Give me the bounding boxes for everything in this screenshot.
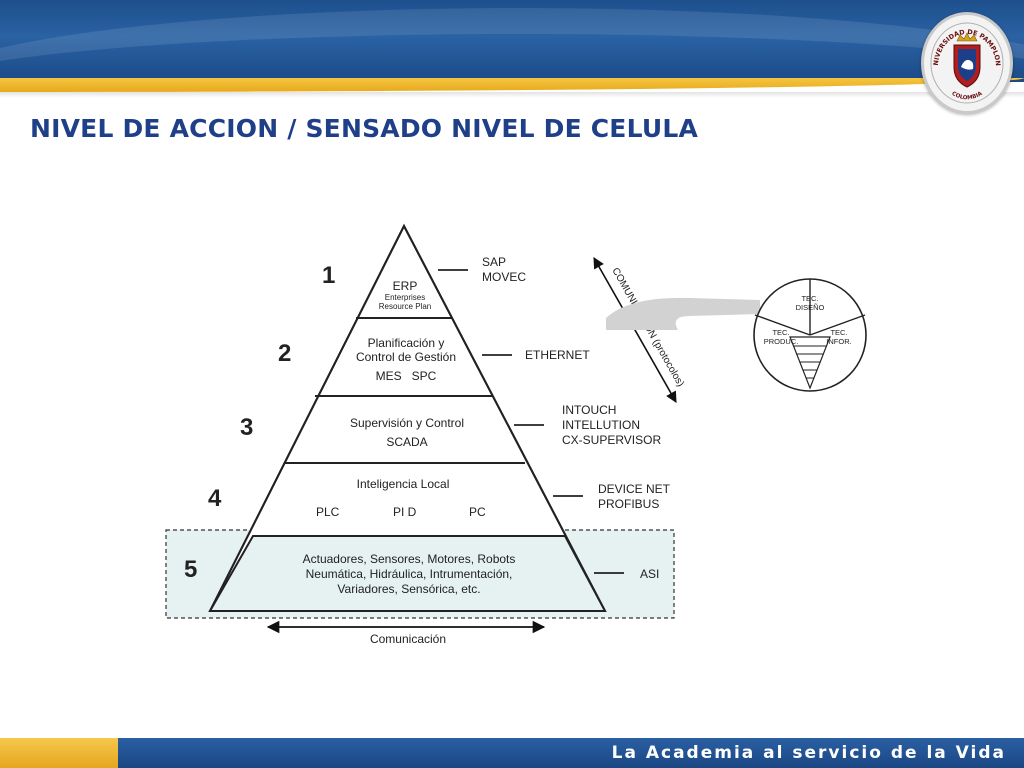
level-5-text: ERP Enterprises Resource Plan <box>379 279 431 311</box>
level-5-line-3: Resource Plan <box>379 302 431 311</box>
level-2-pid: PI D <box>393 505 417 519</box>
circle-left-line-2: PRODUC. <box>764 337 799 346</box>
level-4-line-2: Control de Gestión <box>356 350 456 364</box>
level-5-line-1: ERP <box>393 279 418 293</box>
logo-text-bottom: COLOMBIA <box>951 90 985 101</box>
protocol-4-line-1: ETHERNET <box>525 348 590 362</box>
level-2-number: 4 <box>208 485 222 512</box>
level-4-text: Planificación y Control de Gestión MES S… <box>356 336 456 383</box>
footer-blue-bar <box>118 738 1024 768</box>
circle-left-line-1: TEC. <box>772 328 789 337</box>
circle-right-line-2: INFOR. <box>826 337 851 346</box>
level-2-text: Inteligencia Local PLC PI D PC <box>316 477 486 519</box>
connection-swoosh <box>606 297 760 330</box>
university-seal-icon: UNIVERSIDAD DE PAMPLONA COLOMBIA <box>921 9 1004 104</box>
level-5-number: 1 <box>322 262 335 289</box>
protocol-2-line-1: DEVICE NET <box>598 482 671 496</box>
level-4-line-3: MES SPC <box>376 369 437 383</box>
protocol-3-line-2: INTELLUTION <box>562 418 640 432</box>
level-3-line-2: SCADA <box>386 435 427 449</box>
technology-circle: TEC. DISEÑO TEC. PRODUC. TEC. INFOR. <box>753 278 867 392</box>
circle-top-line-1: TEC. <box>801 294 818 303</box>
level-1-text: Actuadores, Sensores, Motores, Robots Ne… <box>303 552 516 596</box>
level-1-line-3: Variadores, Sensórica, etc. <box>337 582 480 596</box>
level-3-line-1: Supervisión y Control <box>350 416 464 430</box>
level-numbers: 1 2 3 4 5 <box>184 262 335 583</box>
level-4-line-1: Planificación y <box>368 336 445 350</box>
circle-top-line-2: DISEÑO <box>796 303 825 312</box>
protocol-3-line-3: CX-SUPERVISOR <box>562 433 661 447</box>
top-gold-shadow <box>0 92 1024 98</box>
communication-label: Comunicación <box>370 632 446 646</box>
level-2-pc: PC <box>469 505 486 519</box>
level-3-text: Supervisión y Control SCADA <box>350 416 464 449</box>
protocol-5-line-2: MOVEC <box>482 270 526 284</box>
protocol-3-line-1: INTOUCH <box>562 403 616 417</box>
circle-right-line-1: TEC. <box>830 328 847 337</box>
page-title: NIVEL DE ACCION / SENSADO NIVEL DE CELUL… <box>30 114 699 143</box>
pyramid-dividers <box>253 317 565 537</box>
footer-gold-block <box>0 738 118 768</box>
level-1-line-2: Neumática, Hidráulica, Intrumentación, <box>306 567 513 581</box>
level-2-plc: PLC <box>316 505 340 519</box>
level-4-number: 2 <box>278 340 291 367</box>
top-banner <box>0 0 1024 82</box>
protocol-2-line-2: PROFIBUS <box>598 497 659 511</box>
protocol-1-line-1: ASI <box>640 567 659 581</box>
level-1-number: 5 <box>184 556 197 583</box>
level-1-line-1: Actuadores, Sensores, Motores, Robots <box>303 552 516 566</box>
protocol-connectors <box>438 269 624 574</box>
level-3-number: 3 <box>240 414 253 441</box>
protocol-5-line-1: SAP <box>482 255 506 269</box>
protocol-labels: SAP MOVEC ETHERNET INTOUCH INTELLUTION C… <box>482 255 671 581</box>
university-logo: UNIVERSIDAD DE PAMPLONA COLOMBIA <box>921 9 1013 114</box>
level-2-line-1: Inteligencia Local <box>357 477 450 491</box>
level-5-line-2: Enterprises <box>385 293 425 302</box>
footer-slogan: La Academia al servicio de la Vida <box>611 743 1006 763</box>
